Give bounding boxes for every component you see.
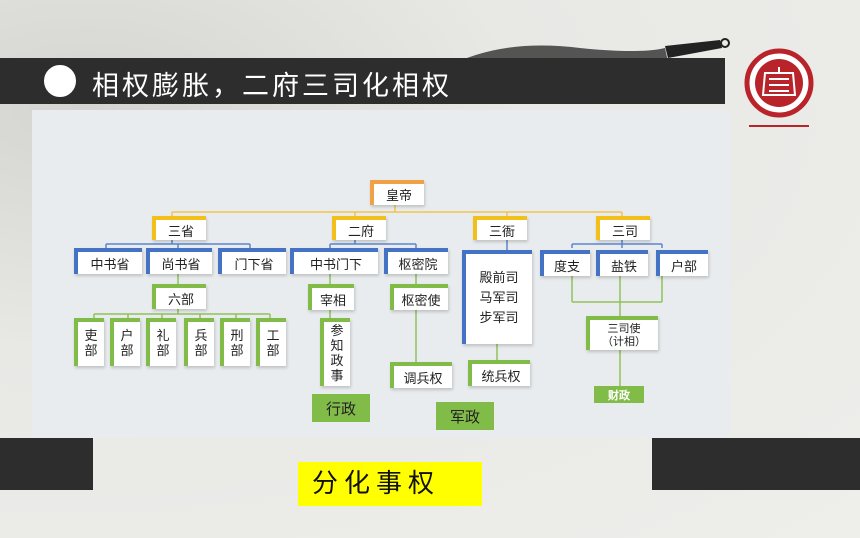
node-shumishi: 枢密使 — [390, 284, 448, 310]
node-libu-officials: 吏部 — [74, 318, 104, 366]
title-bar — [0, 58, 725, 104]
char: 事 — [330, 369, 344, 384]
node-sansishi: 三司使 （计相） — [586, 316, 658, 350]
char: 兵 — [194, 329, 208, 344]
node-yantie: 盐铁 — [596, 250, 648, 276]
footer-bar-left — [0, 438, 93, 490]
node-tongbing-quan: 统兵权 — [468, 360, 530, 386]
char: 参 — [330, 324, 344, 339]
node-erfu: 二府 — [332, 216, 386, 240]
node-diaobing-quan: 调兵权 — [390, 362, 452, 388]
char: 户 — [120, 329, 134, 344]
node-shangshu-sheng: 尚书省 — [146, 248, 212, 274]
footer-bar-right — [652, 438, 860, 490]
sansishi-title: 三司使 — [607, 322, 641, 335]
char: 政 — [330, 354, 344, 369]
node-libu-rites: 礼部 — [146, 318, 176, 366]
char: 部 — [156, 344, 170, 359]
char: 工 — [266, 329, 280, 344]
node-hubu-sansi: 户部 — [656, 250, 708, 276]
unit-majun: 马军司 — [479, 291, 519, 306]
char: 部 — [194, 344, 208, 359]
node-sansi: 三司 — [596, 216, 650, 240]
node-sanya: 三衙 — [473, 216, 527, 240]
node-bingbu: 兵部 — [184, 318, 214, 366]
char: 吏 — [84, 329, 98, 344]
char: 部 — [266, 344, 280, 359]
sansishi-subtitle: （计相） — [602, 335, 646, 348]
node-duzhi: 度支 — [540, 250, 590, 276]
node-zhongshu-menxia: 中书门下 — [290, 248, 378, 274]
char: 部 — [120, 344, 134, 359]
red-seal-logo — [744, 48, 814, 127]
node-canzhi-zhengshi: 参知政事 — [320, 318, 350, 386]
char: 知 — [330, 339, 344, 354]
node-zaixiang: 宰相 — [308, 284, 354, 310]
summary-label: 分化事权 — [298, 462, 482, 506]
char: 部 — [230, 344, 244, 359]
node-sansheng: 三省 — [152, 216, 206, 240]
char: 礼 — [156, 329, 170, 344]
node-liubu: 六部 — [152, 284, 206, 309]
node-zhongshu-sheng: 中书省 — [74, 248, 142, 274]
node-shumiyuan: 枢密院 — [384, 248, 448, 274]
node-gongbu: 工部 — [256, 318, 286, 366]
node-sanya-units: 殿前司 马军司 步军司 — [462, 250, 532, 344]
node-hubu: 户部 — [110, 318, 140, 366]
tag-xingzheng: 行政 — [312, 394, 370, 422]
node-emperor: 皇帝 — [370, 180, 424, 205]
unit-bujun: 步军司 — [479, 311, 519, 326]
char: 刑 — [230, 329, 244, 344]
node-menxia-sheng: 门下省 — [218, 248, 286, 274]
slide-title: 相权膨胀，二府三司化相权 — [92, 71, 452, 102]
tag-caizheng: 财政 — [594, 386, 644, 403]
node-xingbu: 刑部 — [220, 318, 250, 366]
unit-dianqian: 殿前司 — [479, 271, 519, 286]
tag-junzheng: 军政 — [436, 402, 494, 430]
char: 部 — [84, 344, 98, 359]
title-bullet-icon — [42, 63, 78, 99]
